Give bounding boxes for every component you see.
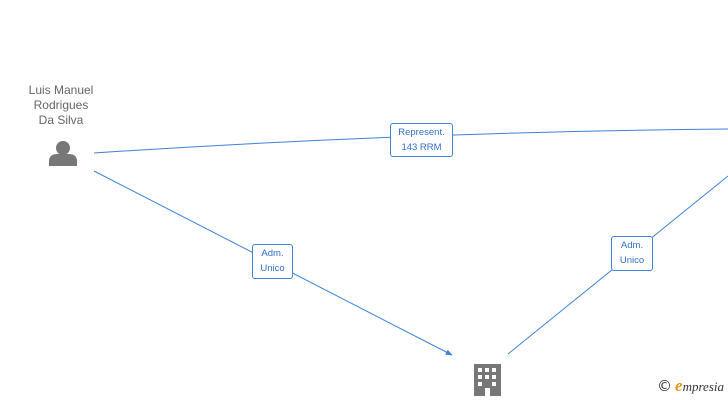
edge-label-represent-line1: Represent. — [398, 127, 445, 138]
edge-label-adm-left[interactable]: Adm. Unico — [252, 244, 293, 279]
brand-initial: e — [675, 376, 683, 395]
person-name-line1: Luis Manuel — [28, 83, 94, 97]
brand-name: mpresia — [682, 379, 724, 394]
edge-label-represent-line2: 143 RRM — [401, 142, 442, 153]
brand-logo: empresia — [675, 376, 724, 396]
person-icon[interactable] — [49, 141, 77, 166]
copyright-symbol: © — [657, 377, 673, 395]
edge-label-adm-right-line1: Adm. — [620, 240, 644, 251]
building-icon[interactable] — [474, 364, 501, 396]
person-name-line3: Da Silva — [38, 113, 84, 127]
edge-label-represent[interactable]: Represent. 143 RRM — [390, 123, 453, 157]
edge-label-adm-right[interactable]: Adm. Unico — [611, 236, 653, 271]
watermark: © empresia — [657, 376, 724, 396]
edge-label-adm-left-line2: Unico — [260, 263, 285, 274]
person-name-line2: Rodrigues — [33, 98, 89, 112]
edge-label-adm-right-line2: Unico — [619, 255, 645, 266]
edge-label-adm-left-line1: Adm. — [261, 248, 284, 259]
person-name[interactable]: Luis Manuel Rodrigues Da Silva — [16, 83, 106, 128]
